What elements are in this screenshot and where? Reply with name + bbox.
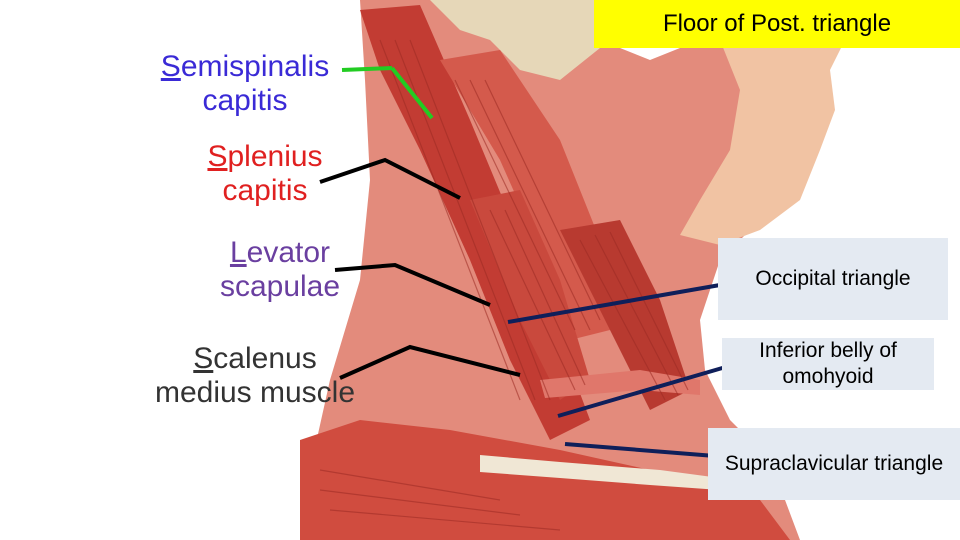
initial-letter: S xyxy=(193,342,214,375)
label-scalenus-line2: medius muscle xyxy=(154,376,356,409)
pointer-splenius xyxy=(319,157,461,200)
label-splenius-line2: capitis xyxy=(222,174,308,207)
face-skin xyxy=(680,0,845,245)
label-semispinalis-line1: Semispinalis xyxy=(160,50,330,83)
label-levator-line1: Levator xyxy=(229,236,331,269)
pointer-semispinalis-2 xyxy=(390,66,434,120)
pointer-scalenus xyxy=(339,344,521,380)
label-levator: Levator scapulae xyxy=(165,236,395,304)
pointer-semispinalis xyxy=(341,66,393,72)
clavicle xyxy=(480,455,720,490)
skull-bone xyxy=(430,0,610,80)
box-inferior-belly-omohyoid: Inferior belly of omohyoid xyxy=(722,338,934,390)
label-splenius-line1: Splenius xyxy=(207,140,323,173)
initial-letter: L xyxy=(229,236,247,269)
pointer-levator xyxy=(334,262,491,307)
pointer-omohyoid xyxy=(557,362,737,418)
scalene-band xyxy=(560,220,690,410)
box-occipital-triangle: Occipital triangle xyxy=(718,238,948,320)
initial-letter: S xyxy=(160,50,181,83)
title-banner: Floor of Post. triangle xyxy=(594,0,960,48)
initial-letter: S xyxy=(207,140,228,173)
label-semispinalis: Semispinalis capitis xyxy=(130,50,360,118)
pointer-occipital xyxy=(507,283,721,324)
label-scalenus: Scalenus medius muscle xyxy=(125,342,385,410)
box-supraclavicular-triangle: Supraclavicular triangle xyxy=(708,428,960,500)
label-semispinalis-line2: capitis xyxy=(202,84,288,117)
label-splenius: Splenius capitis xyxy=(150,140,380,208)
label-levator-line2: scapulae xyxy=(219,270,341,303)
shoulder-muscle xyxy=(300,420,790,540)
label-scalenus-line1: Scalenus xyxy=(193,342,317,375)
